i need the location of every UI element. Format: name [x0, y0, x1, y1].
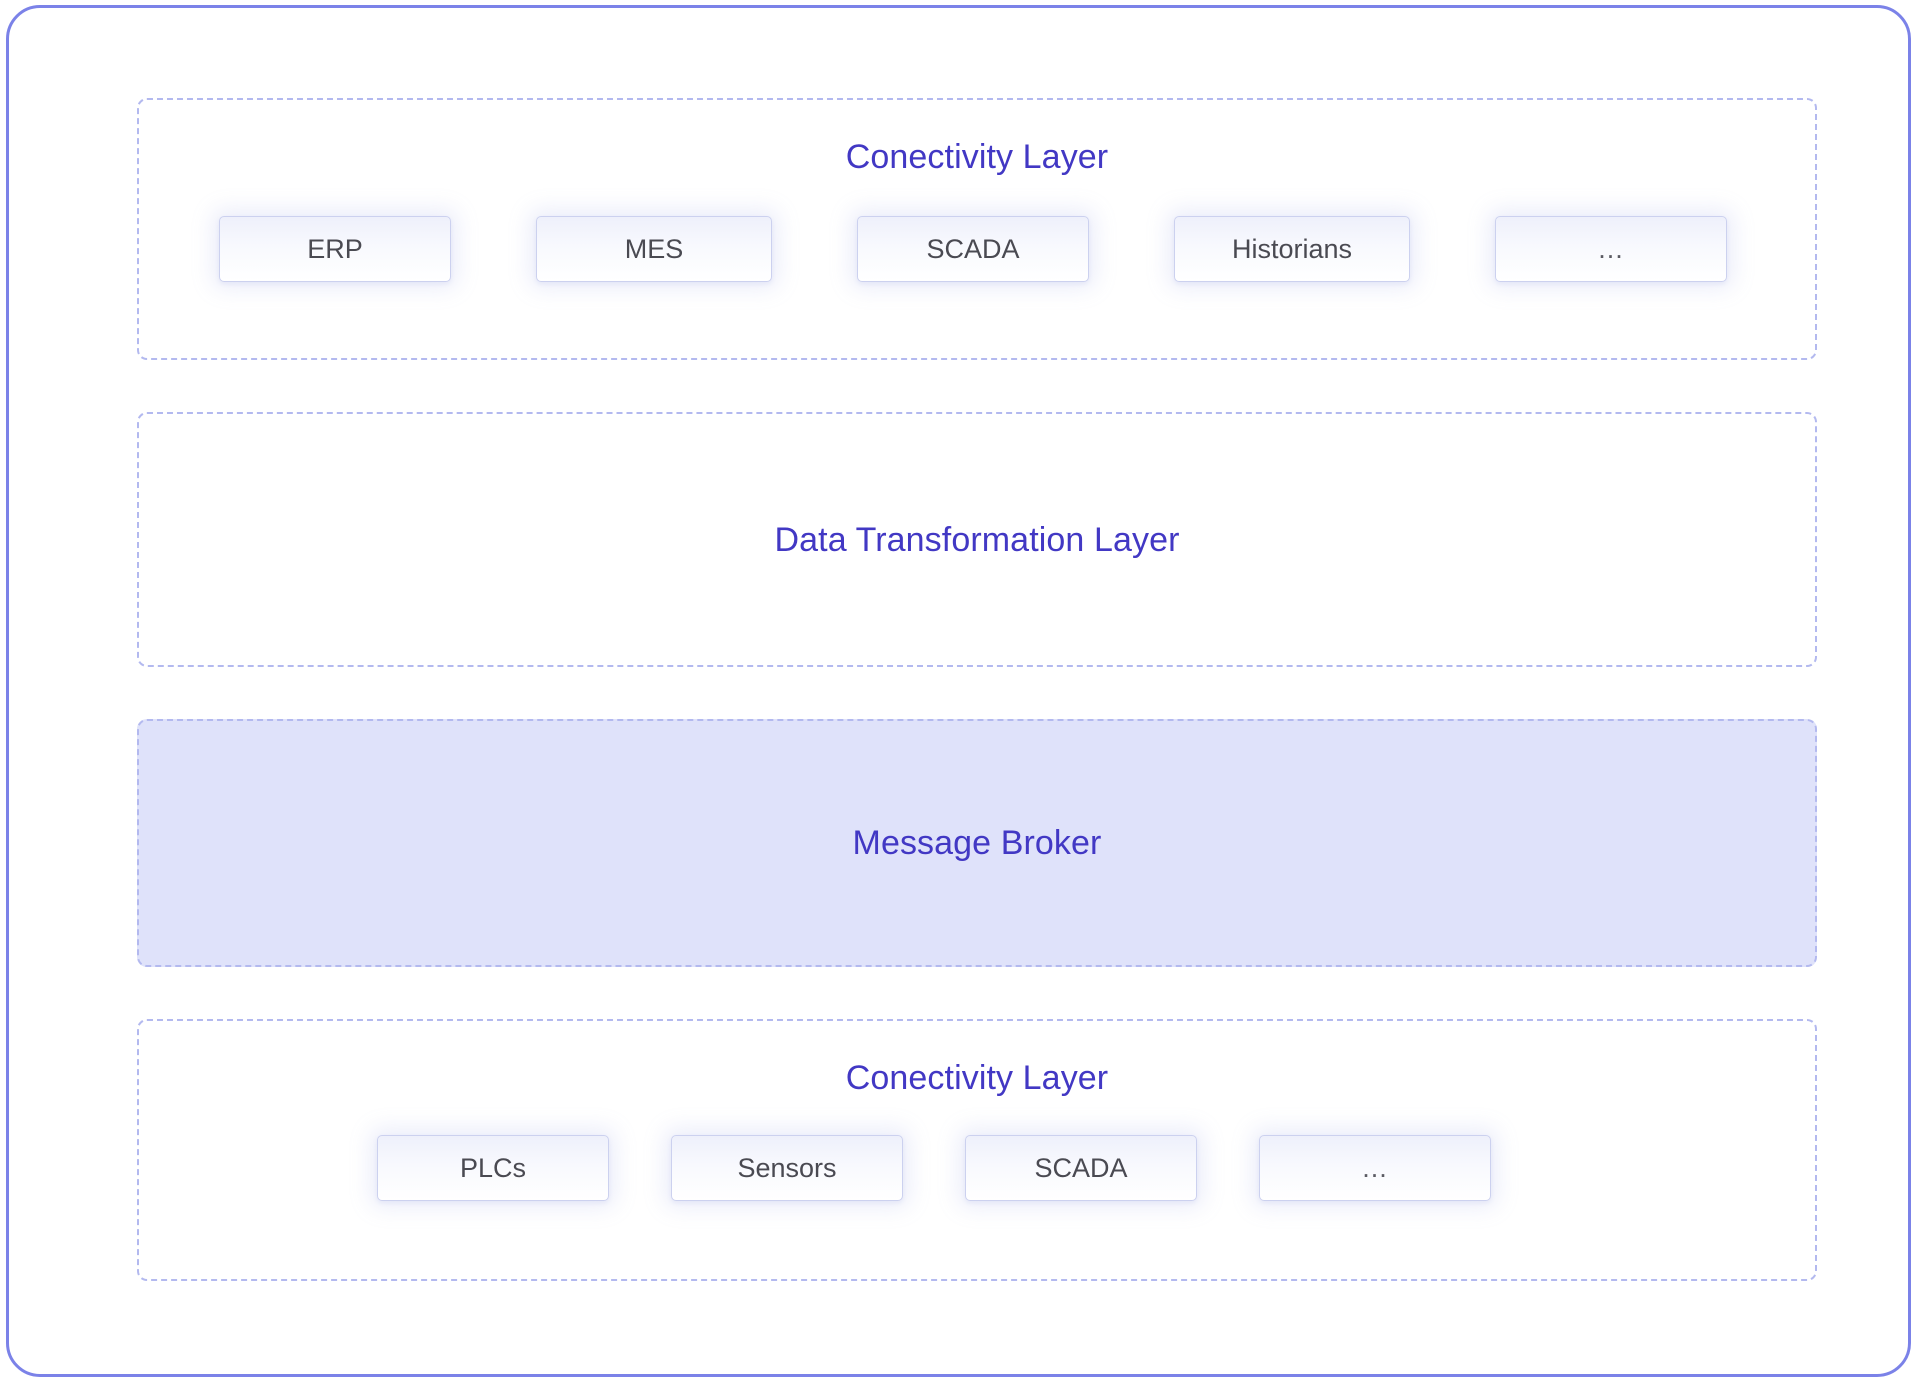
layer-title-message-broker: Message Broker [852, 824, 1102, 862]
node-row-connectivity-bottom: PLCs Sensors SCADA ... [139, 1135, 1815, 1201]
layer-title-data-transformation: Data Transformation Layer [774, 520, 1180, 559]
node-historians[interactable]: Historians [1174, 216, 1410, 282]
node-more-top[interactable]: ... [1495, 216, 1727, 282]
layer-message-broker: Message Broker [137, 719, 1817, 967]
node-plcs[interactable]: PLCs [377, 1135, 609, 1201]
node-label-more-bottom: ... [1362, 1152, 1388, 1183]
node-label-erp: ERP [307, 233, 363, 264]
node-scada-bottom[interactable]: SCADA [965, 1135, 1197, 1201]
node-sensors[interactable]: Sensors [671, 1135, 903, 1201]
node-label-more-top: ... [1598, 233, 1624, 264]
node-scada-top[interactable]: SCADA [857, 216, 1089, 282]
layer-title-connectivity-bottom: Conectivity Layer [845, 1059, 1109, 1097]
node-label-plcs: PLCs [459, 1152, 527, 1183]
node-label-mes: MES [624, 233, 684, 264]
node-more-bottom[interactable]: ... [1259, 1135, 1491, 1201]
layer-connectivity-top: Conectivity Layer ERP MES SCADA Historia… [137, 98, 1817, 360]
node-row-connectivity-top: ERP MES SCADA Historians ... [139, 216, 1815, 282]
node-label-historians: Historians [1231, 233, 1353, 264]
node-label-scada-bottom: SCADA [1034, 1152, 1128, 1183]
node-erp[interactable]: ERP [219, 216, 451, 282]
node-mes[interactable]: MES [536, 216, 772, 282]
layer-title-connectivity-top: Conectivity Layer [845, 138, 1109, 176]
node-label-sensors: Sensors [737, 1152, 837, 1183]
node-label-scada-top: SCADA [926, 233, 1020, 264]
layer-stack: Conectivity Layer ERP MES SCADA Historia… [137, 98, 1817, 1308]
outer-frame: Conectivity Layer ERP MES SCADA Historia… [6, 5, 1911, 1377]
layer-connectivity-bottom: Conectivity Layer PLCs Sensors SCADA ... [137, 1019, 1817, 1281]
layer-data-transformation: Data Transformation Layer [137, 412, 1817, 667]
